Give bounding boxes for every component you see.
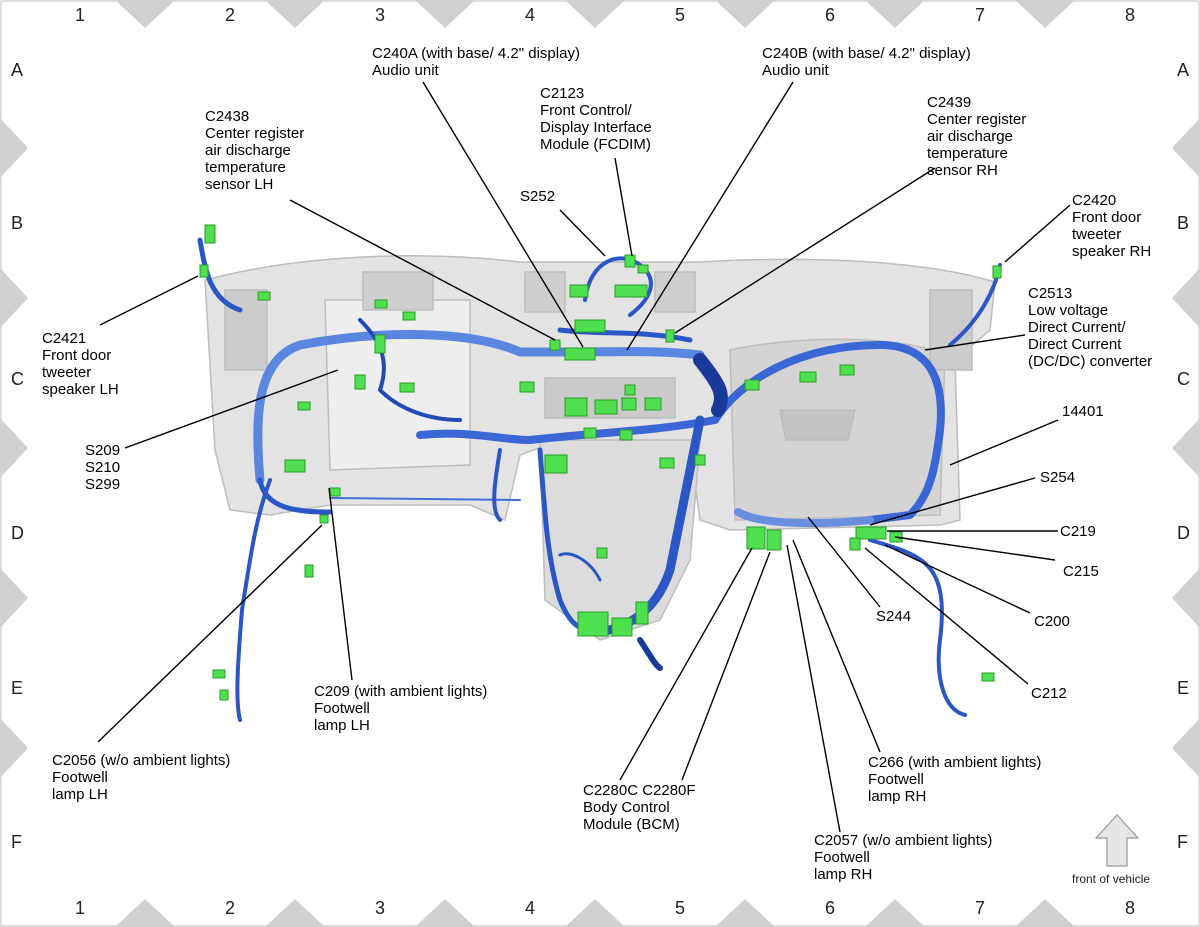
grid-column-label: 3 xyxy=(375,5,386,25)
grid-row-label: A xyxy=(11,60,24,80)
grid-row-label: B xyxy=(1177,213,1190,233)
grid-row-label: D xyxy=(1177,523,1190,543)
callout-14401: 14401 xyxy=(1062,403,1104,420)
grid-column-label: 5 xyxy=(675,898,686,918)
grid-row-label: D xyxy=(11,523,24,543)
grid-row-label: C xyxy=(1177,369,1190,389)
callout-c212: C212 xyxy=(1031,685,1067,702)
grid-column-label: 8 xyxy=(1125,898,1136,918)
callout-c240b: C240B (with base/ 4.2" display)Audio uni… xyxy=(762,45,971,79)
grid-row-label: C xyxy=(11,369,24,389)
grid-column-label: 5 xyxy=(675,5,686,25)
callout-s252: S252 xyxy=(520,188,556,205)
grid-column-label: 2 xyxy=(225,898,236,918)
callout-c219: C219 xyxy=(1060,523,1096,540)
front-of-vehicle-label: front of vehicle xyxy=(1072,872,1151,886)
grid-column-label: 6 xyxy=(825,898,836,918)
grid-column-label: 8 xyxy=(1125,5,1136,25)
grid-row-label: F xyxy=(11,832,22,852)
callout-c200: C200 xyxy=(1034,613,1070,630)
grid-row-label: B xyxy=(11,213,24,233)
grid-column-label: 6 xyxy=(825,5,836,25)
grid-row-label: E xyxy=(11,678,24,698)
wiring-harness xyxy=(197,237,1002,722)
callout-c215: C215 xyxy=(1063,563,1099,580)
grid-column-label: 7 xyxy=(975,5,986,25)
leader-lines xyxy=(97,81,1071,833)
grid-row-label: E xyxy=(1177,678,1190,698)
up-arrow-icon xyxy=(1094,814,1140,867)
grid-column-label: 2 xyxy=(225,5,236,25)
grid-column-label: 7 xyxy=(975,898,986,918)
grid-row-label: A xyxy=(1177,60,1190,80)
callout-s244: S244 xyxy=(876,608,912,625)
callout-c240a: C240A (with base/ 4.2" display)Audio uni… xyxy=(372,45,580,79)
grid-column-label: 3 xyxy=(375,898,386,918)
grid-column-label: 1 xyxy=(75,898,86,918)
grid-column-label: 1 xyxy=(75,5,86,25)
dashboard-panel xyxy=(204,255,996,641)
grid-row-label: F xyxy=(1177,832,1188,852)
grid-column-label: 4 xyxy=(525,5,536,25)
grid-column-label: 4 xyxy=(525,898,536,918)
connector-blocks xyxy=(199,224,1002,701)
callout-s254: S254 xyxy=(1040,469,1076,486)
